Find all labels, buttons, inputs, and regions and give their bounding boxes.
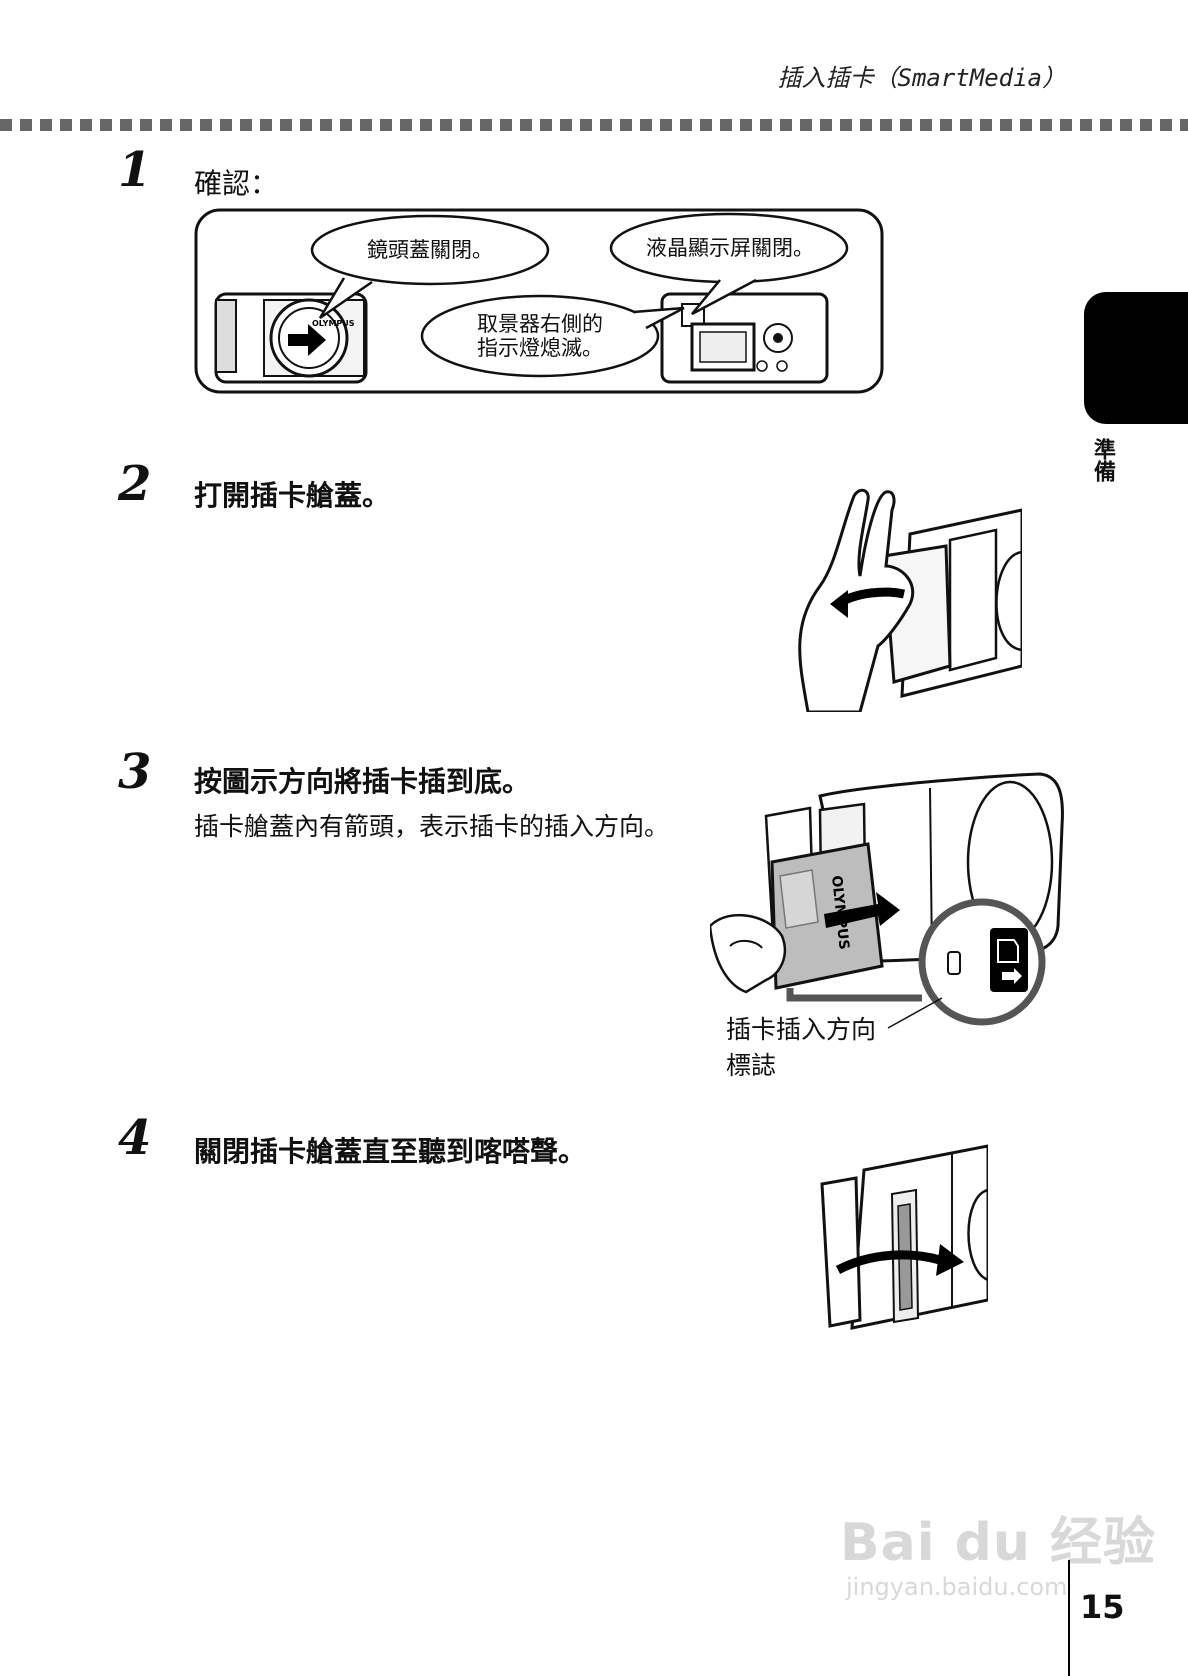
watermark-sub: jingyan.baidu.com	[846, 1573, 1068, 1601]
figure-label-line-1: 插卡插入方向	[726, 1015, 877, 1044]
step-3-title: 按圖示方向將插卡插到底。	[194, 765, 531, 798]
watermark: Bai du 经验 jingyan.baidu.com	[840, 1500, 1156, 1601]
camera-back-illustration	[660, 292, 829, 384]
section-tab-label: 準備	[1090, 438, 1115, 482]
step-4-figure	[820, 1144, 988, 1330]
page-header-title: 插入插卡（SmartMedia）	[777, 64, 1067, 92]
step-3-figure: OLYMPUS	[710, 772, 1064, 1029]
watermark-main: Bai du 经验	[840, 1513, 1156, 1573]
step-4-number: 4	[118, 1110, 152, 1166]
step-1-figure: OLYMPUS	[194, 208, 884, 394]
callout-lens-cover: 鏡頭蓋關閉。	[367, 238, 493, 262]
step-1-title: 確認：	[194, 167, 279, 200]
step-2-number: 2	[118, 456, 152, 512]
step-4-title: 關閉插卡艙蓋直至聽到喀嗒聲。	[194, 1135, 587, 1168]
figure-label-line-2: 標誌	[726, 1051, 777, 1080]
step-3-number: 3	[118, 744, 152, 800]
callout-indicator-off: 取景器右側的 指示燈熄滅。	[477, 312, 603, 360]
camera-front-illustration: OLYMPUS	[214, 292, 368, 384]
step-2-figure	[798, 488, 1022, 712]
step-2-title: 打開插卡艙蓋。	[194, 479, 391, 512]
step-1-number: 1	[118, 142, 152, 198]
lens-cover-brand: OLYMPUS	[312, 319, 355, 328]
page-number-rule	[1068, 1560, 1070, 1676]
header-dashed-rule	[0, 119, 1188, 131]
page-number: 15	[1080, 1588, 1125, 1626]
step-3-description: 插卡艙蓋內有箭頭，表示插卡的插入方向。	[194, 812, 670, 841]
callout-lcd-off: 液晶顯示屏關閉。	[646, 236, 814, 260]
section-tab	[1084, 292, 1188, 424]
